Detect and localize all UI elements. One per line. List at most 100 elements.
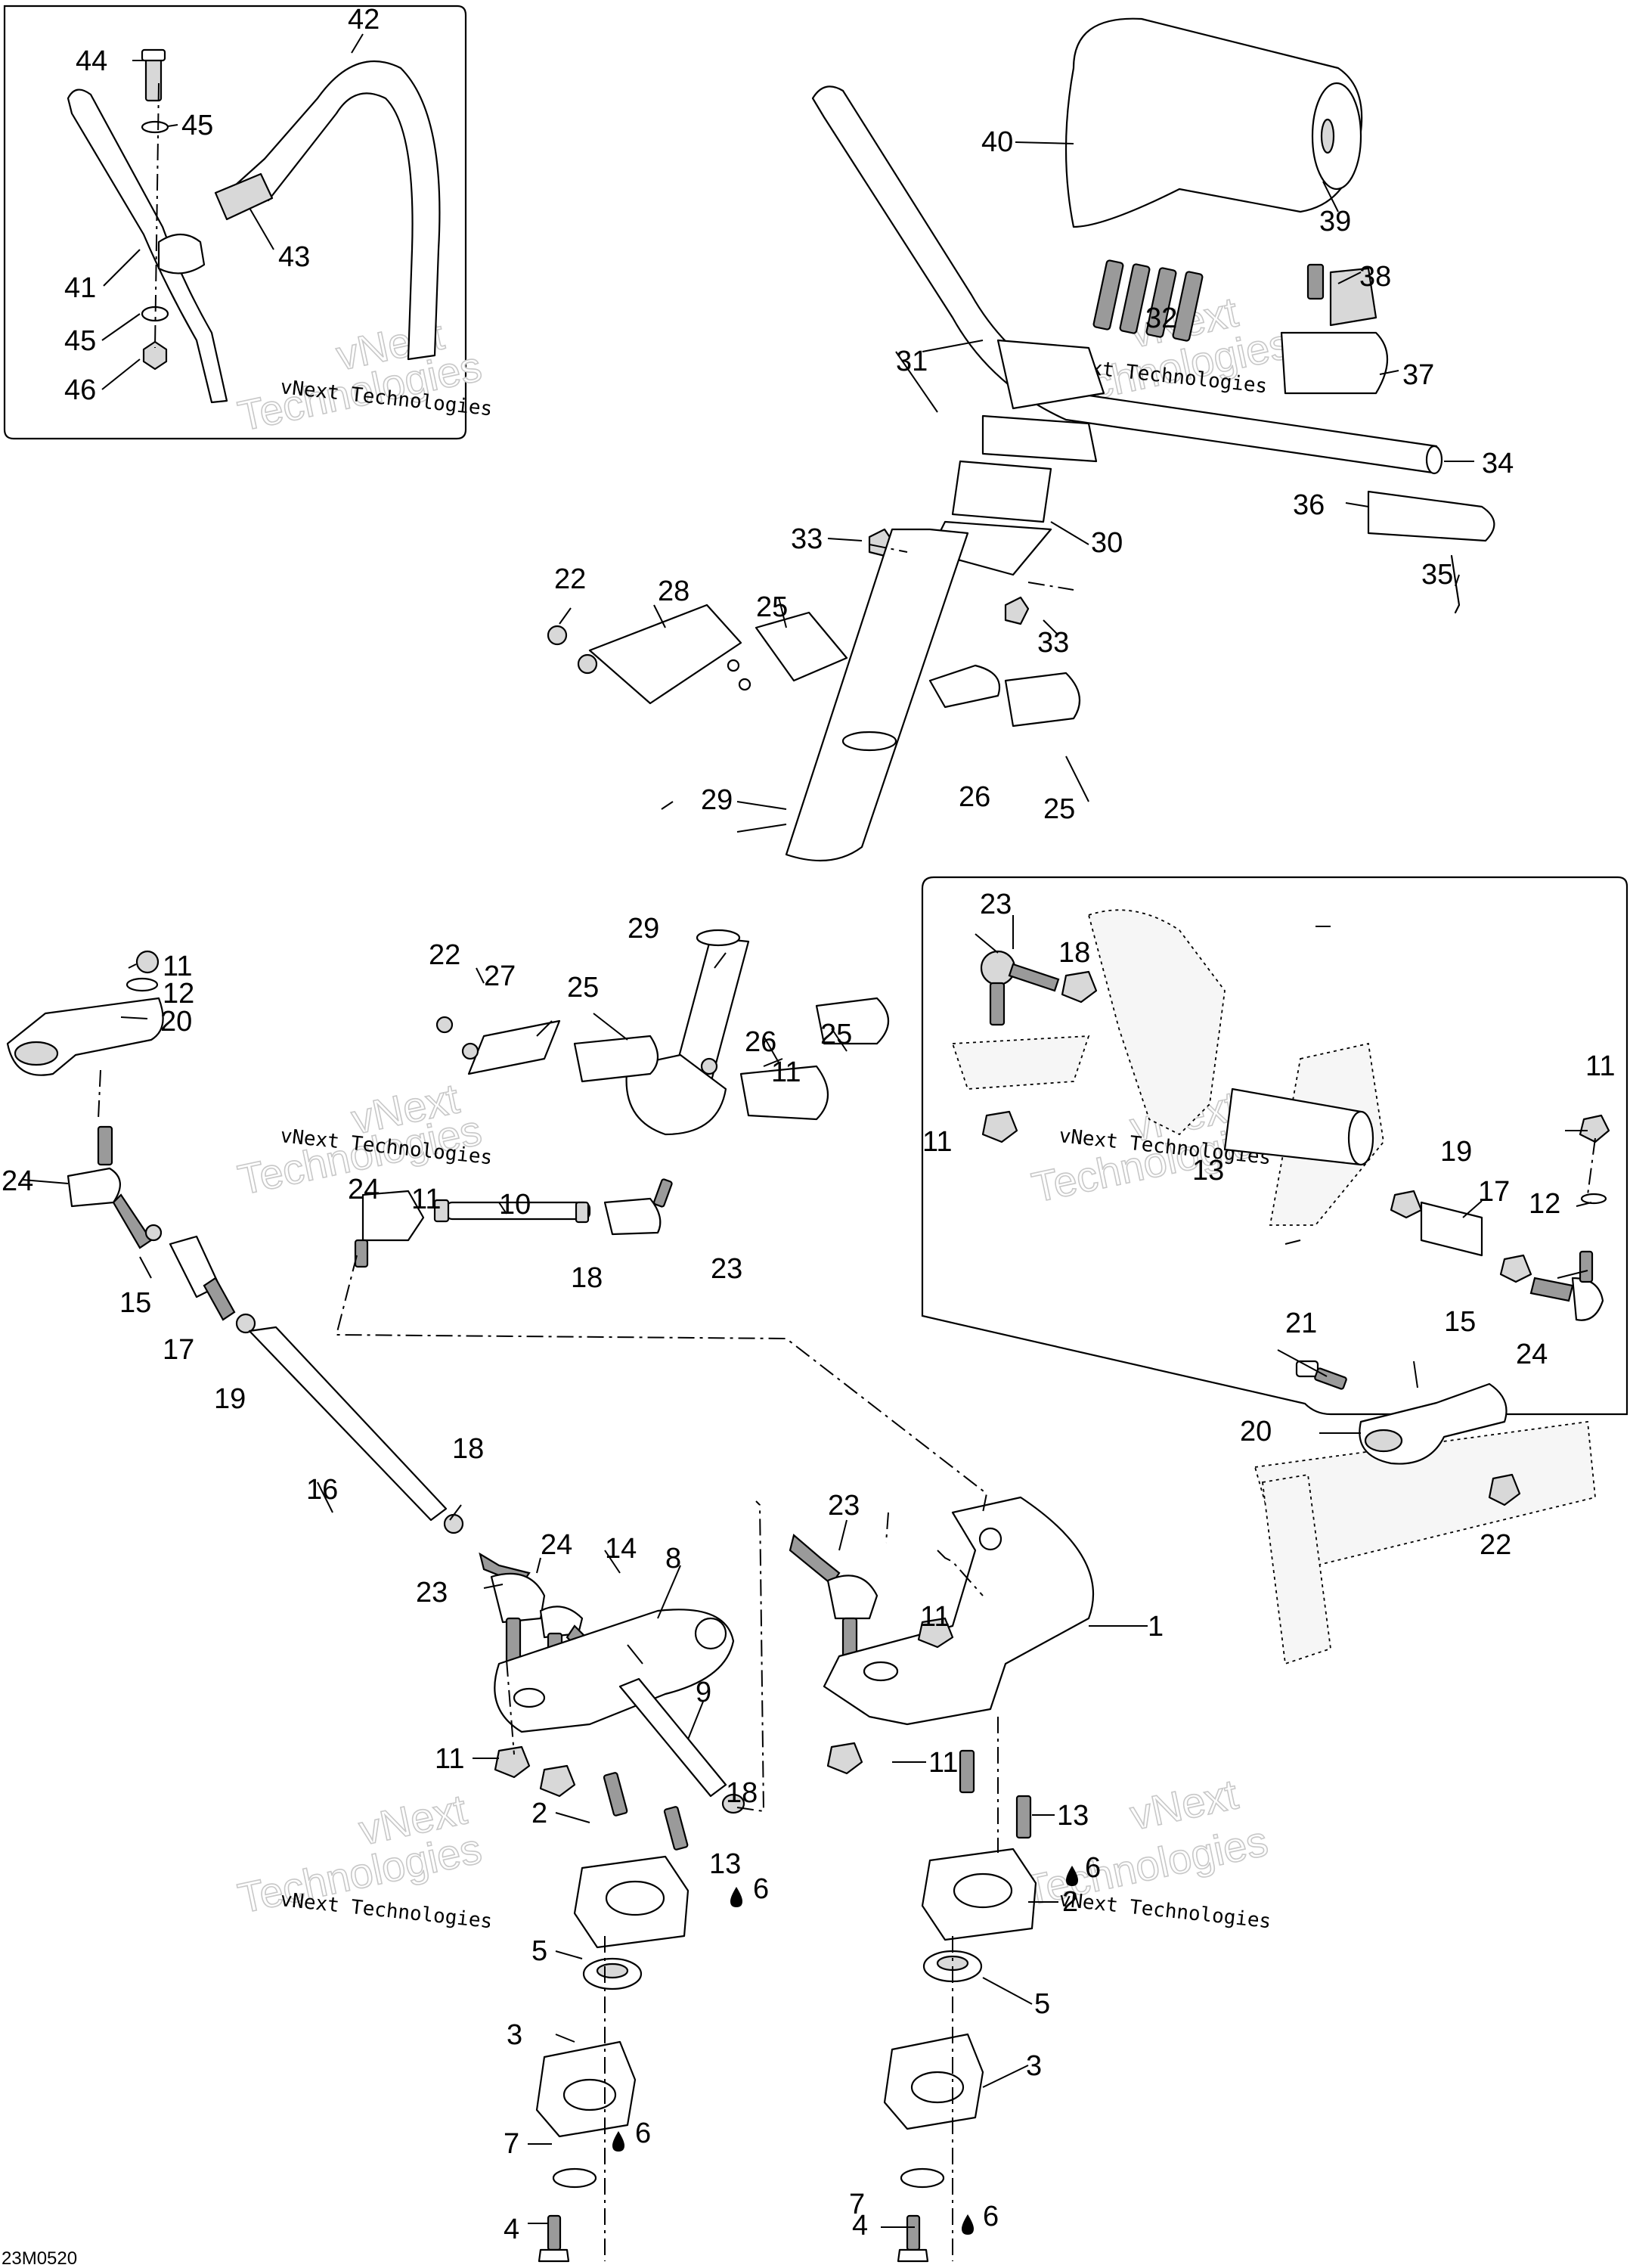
callout-25: 25 [756,591,788,623]
diagram-code: 23M0520 [2,2248,77,2268]
callout-8: 8 [665,1543,681,1575]
callout-39: 39 [1319,206,1351,237]
callout-34: 34 [1482,448,1514,479]
callout-17: 17 [163,1334,194,1366]
callout-4: 4 [852,2210,868,2242]
callout-11: 11 [1585,1050,1615,1082]
callout-11: 11 [411,1184,441,1215]
callout-24: 24 [541,1529,572,1561]
callout-23: 23 [828,1490,860,1522]
callout-6: 6 [753,1873,769,1905]
left-spindle-assembly [479,1552,745,2263]
callout-12: 12 [163,978,194,1010]
alt-handlebar-assembly [67,48,441,404]
callout-11: 11 [163,951,192,982]
callout-2: 2 [1062,1886,1078,1918]
callout-6: 6 [635,2118,651,2149]
callout-35: 35 [1421,559,1453,591]
callout-21: 21 [1285,1308,1317,1339]
callout-45: 45 [181,110,213,141]
callout-23: 23 [416,1577,448,1609]
callout-27: 27 [484,960,516,992]
callout-18: 18 [571,1262,603,1294]
callout-6: 6 [1085,1852,1101,1884]
callout-30: 30 [1091,527,1123,559]
top-left-inset-frame [3,5,467,440]
oil-drop-icon [962,2214,974,2235]
callout-43: 43 [278,241,310,273]
callout-11: 11 [771,1056,801,1088]
steering-column-top [547,528,1081,862]
callout-5: 5 [1034,1988,1050,2020]
callout-24: 24 [348,1174,380,1205]
callout-9: 9 [696,1677,711,1708]
callout-11: 11 [922,1126,952,1158]
middle-linkage-assembly [354,929,889,1268]
alt-steering-inset [951,909,1610,1665]
callout-14: 14 [605,1533,637,1565]
callout-26: 26 [959,781,990,813]
callout-23: 23 [711,1253,742,1285]
callout-33: 33 [791,523,823,555]
callout-11: 11 [928,1747,958,1779]
callout-2: 2 [531,1798,547,1829]
callout-29: 29 [701,784,733,816]
callout-13: 13 [1192,1155,1224,1187]
callout-12: 12 [1529,1188,1560,1220]
callout-22: 22 [429,939,460,971]
callout-44: 44 [76,45,107,77]
oil-drop-icon [730,1887,742,1907]
callout-7: 7 [849,2189,865,2220]
callout-24: 24 [1516,1339,1548,1370]
callout-3: 3 [1026,2050,1042,2082]
callout-36: 36 [1293,489,1325,521]
callout-11: 11 [435,1743,464,1775]
callout-41: 41 [64,272,96,304]
callout-leaders [22,33,1592,2228]
callout-31: 31 [896,346,928,377]
callout-7: 7 [504,2128,519,2160]
left-tie-rod-assembly [6,950,464,1534]
watermark-small-text: vNext Technologies [1058,1888,1272,1933]
callout-37: 37 [1402,359,1434,391]
callout-25: 25 [567,972,599,1004]
right-inset-frame [921,876,1628,1416]
callout-23: 23 [980,889,1012,920]
callout-32: 32 [1145,303,1177,334]
watermark-small-text: vNext Technologies [279,1888,493,1933]
callout-1: 1 [1148,1611,1164,1643]
callout-22: 22 [1480,1529,1511,1561]
callout-46: 46 [64,374,96,406]
callout-20: 20 [160,1006,192,1038]
callout-16: 16 [306,1474,338,1506]
callout-18: 18 [726,1777,758,1809]
callout-6: 6 [983,2201,999,2232]
callout-19: 19 [1440,1136,1472,1168]
callout-40: 40 [981,126,1013,158]
callout-15: 15 [1444,1306,1476,1338]
callout-17: 17 [1478,1176,1510,1208]
connection-lines [98,82,1596,2261]
callout-5: 5 [531,1935,547,1967]
callout-numbers: 1 2 2 3 3 4 4 5 5 6 6 6 6 7 7 8 9 10 11 … [2,4,1615,2245]
callout-11: 11 [920,1601,950,1633]
callout-18: 18 [1058,937,1090,969]
callout-38: 38 [1359,261,1391,293]
callout-18: 18 [452,1433,484,1465]
callout-45: 45 [64,325,96,357]
callout-25: 25 [1043,793,1075,825]
callout-10: 10 [499,1189,531,1221]
callout-19: 19 [214,1383,246,1415]
callout-13: 13 [709,1848,741,1880]
callout-26: 26 [745,1026,776,1058]
callout-24: 24 [2,1165,33,1197]
callout-29: 29 [628,913,659,945]
oil-drop-icon [612,2131,624,2152]
callout-22: 22 [554,563,586,595]
handlebar-assembly [811,17,1495,625]
callout-13: 13 [1057,1800,1089,1832]
callout-3: 3 [507,2019,522,2051]
oil-drop-icons [612,1866,1078,2235]
callout-25: 25 [820,1019,852,1050]
